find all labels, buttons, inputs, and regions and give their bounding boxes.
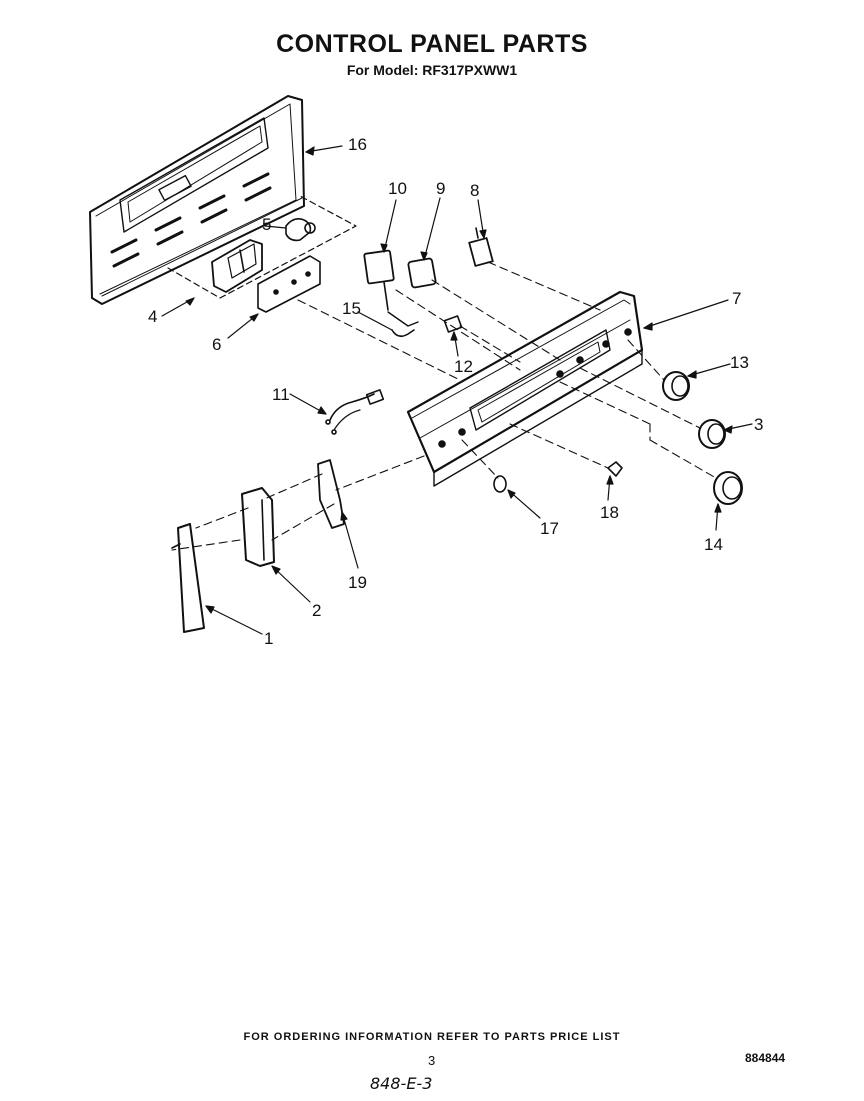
- small-hardware-parts-17-18: [493, 461, 623, 493]
- callout-13: 13: [730, 353, 749, 372]
- switches-parts-8-9-10: [363, 227, 494, 338]
- callout-9: 9: [436, 179, 445, 198]
- callout-17: 17: [540, 519, 559, 538]
- callout-7: 7: [732, 289, 741, 308]
- side-brackets-parts-1-2-19: [171, 459, 345, 633]
- callout-4: 4: [148, 307, 157, 326]
- callout-18: 18: [600, 503, 619, 522]
- callout-14: 14: [704, 535, 723, 554]
- knobs-parts-3-13-14: [662, 371, 743, 505]
- leader-lines: [161, 145, 753, 635]
- callout-5: 5: [262, 215, 271, 234]
- callout-8: 8: [470, 181, 479, 200]
- clock-assembly-parts-4-5-6: [167, 195, 357, 313]
- callout-3: 3: [754, 415, 763, 434]
- callout-19: 19: [348, 573, 367, 592]
- wire-harness-part-11: [325, 389, 385, 435]
- control-panel-part-7: [406, 290, 644, 487]
- callout-12: 12: [454, 357, 473, 376]
- callout-15: 15: [342, 299, 361, 318]
- page-number: 3: [428, 1053, 436, 1068]
- callout-2: 2: [312, 601, 321, 620]
- page-title: CONTROL PANEL PARTS: [276, 30, 588, 58]
- callout-11: 11: [272, 385, 290, 404]
- ordering-information-note: FOR ORDERING INFORMATION REFER TO PARTS …: [243, 1031, 621, 1043]
- document-number: 884844: [745, 1051, 786, 1065]
- handwritten-code: 848-E-3: [370, 1074, 433, 1093]
- callout-labels: 1 2 3 4 5 6 7 8 9 10 11 12 13 14 15 16 1…: [148, 135, 763, 648]
- callout-1: 1: [264, 629, 273, 648]
- model-subtitle: For Model: RF317PXWW1: [346, 62, 518, 78]
- callout-6: 6: [212, 335, 221, 354]
- callout-16: 16: [348, 135, 367, 154]
- assembly-lines: [171, 261, 717, 551]
- callout-10: 10: [388, 179, 407, 198]
- rear-panel-part-16: [89, 95, 305, 305]
